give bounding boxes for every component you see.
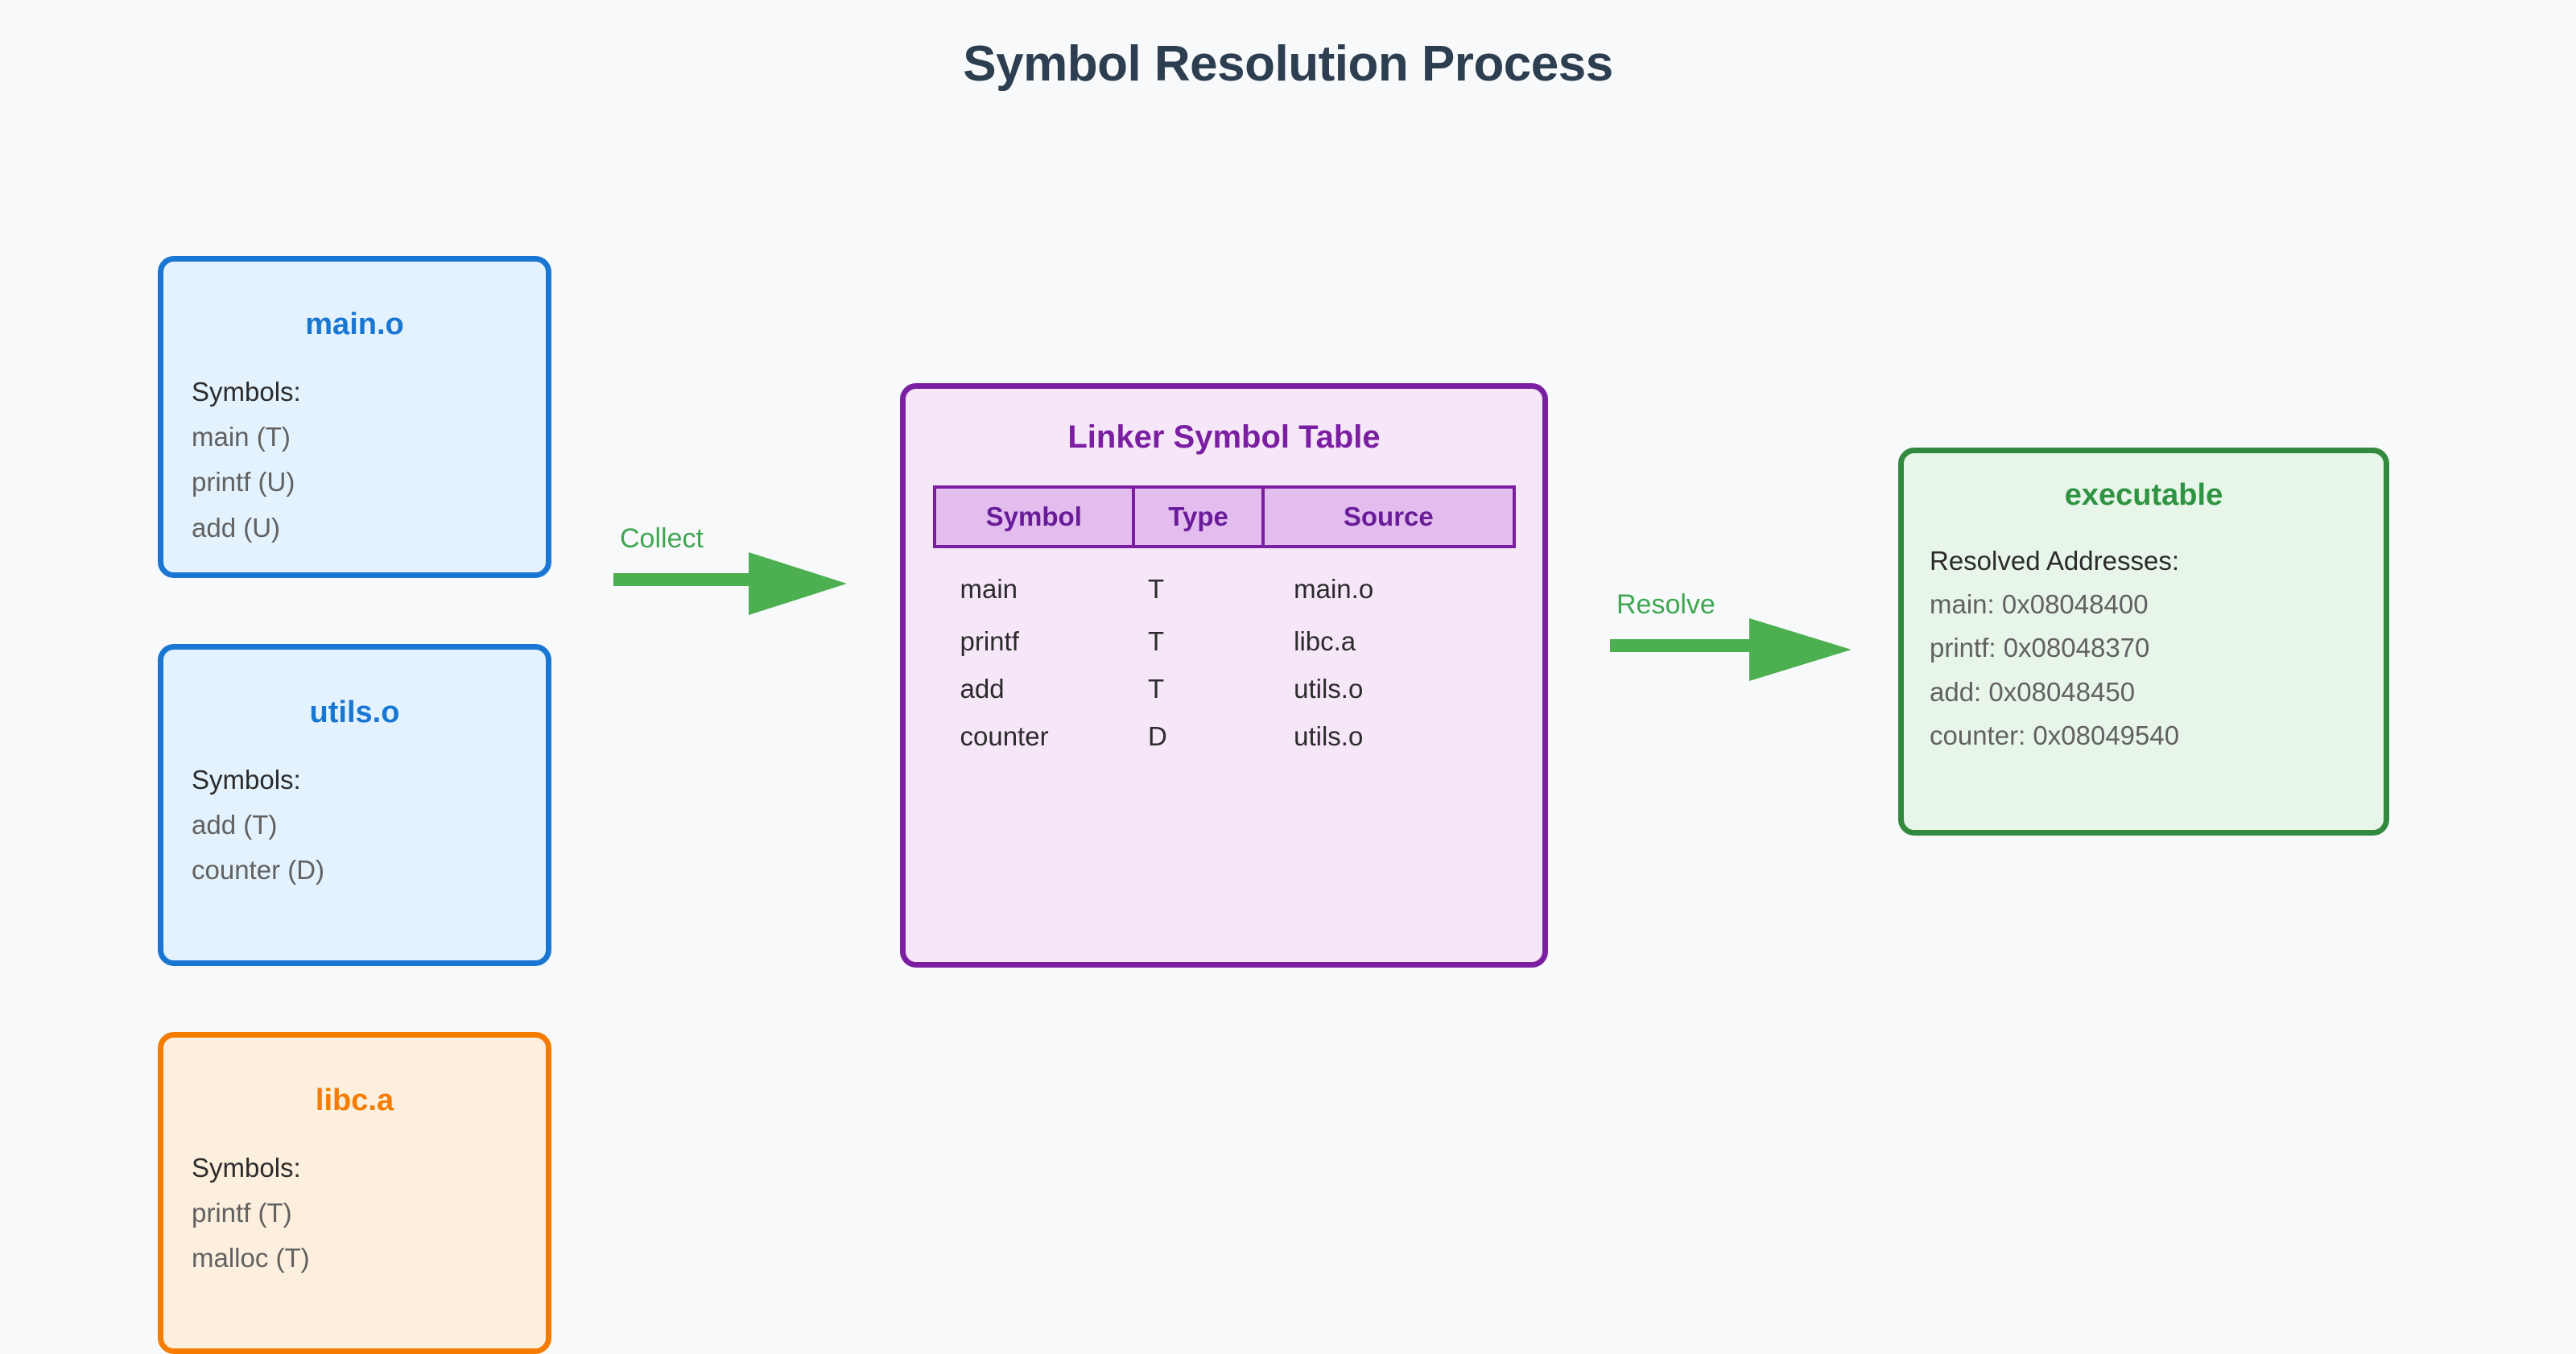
node-main-o-title: main.o bbox=[305, 308, 404, 341]
cell-symbol: printf bbox=[960, 625, 1019, 656]
node-utils-o-title: utils.o bbox=[309, 696, 400, 729]
node-main-o[interactable]: main.o Symbols: main (T) printf (U) add … bbox=[158, 256, 551, 578]
cell-symbol: add bbox=[960, 673, 1005, 704]
table-row: counter D utils.o bbox=[935, 712, 1514, 760]
node-main-o-body: main.o Symbols: main (T) printf (U) add … bbox=[163, 262, 546, 543]
resolved-addresses-label: Resolved Addresses: bbox=[1930, 545, 2180, 576]
symbol-table-col-symbol: Symbol bbox=[932, 485, 1136, 548]
cell-source: utils.o bbox=[1294, 673, 1364, 704]
table-row: add T utils.o bbox=[935, 665, 1514, 712]
table-row: printf T libc.a bbox=[935, 617, 1514, 665]
node-utils-o-symbol: add (T) bbox=[192, 810, 278, 840]
cell-symbol: main bbox=[960, 574, 1018, 604]
cell-source: libc.a bbox=[1294, 625, 1356, 656]
cell-type: T bbox=[1148, 625, 1165, 656]
resolved-address: printf: 0x08048370 bbox=[1930, 633, 2150, 663]
node-utils-o[interactable]: utils.o Symbols: add (T) counter (D) bbox=[158, 644, 551, 966]
cell-source: utils.o bbox=[1294, 720, 1364, 751]
node-main-o-symbol: main (T) bbox=[192, 422, 291, 452]
node-executable-title: executable bbox=[2064, 478, 2223, 512]
arrow-collect-icon bbox=[613, 552, 847, 617]
arrow-resolve-icon bbox=[1610, 618, 1852, 683]
cell-type: D bbox=[1148, 720, 1167, 751]
node-main-o-symbols-label: Symbols: bbox=[192, 376, 301, 407]
cell-source: main.o bbox=[1294, 574, 1374, 604]
node-main-o-symbol: printf (U) bbox=[192, 467, 295, 497]
node-main-o-symbol: add (U) bbox=[192, 512, 281, 543]
node-executable[interactable]: executable Resolved Addresses: main: 0x0… bbox=[1898, 448, 2389, 836]
symbol-table-title: Linker Symbol Table bbox=[1067, 419, 1381, 455]
symbol-table: Symbol Type Source main T main.o printf … bbox=[932, 485, 1516, 760]
cell-type: T bbox=[1148, 673, 1165, 704]
arrow-label-collect: Collect bbox=[620, 523, 704, 554]
symbol-table-head: Symbol Type Source bbox=[932, 485, 1516, 548]
resolved-address: counter: 0x08049540 bbox=[1930, 720, 2180, 750]
resolved-address: main: 0x08048400 bbox=[1930, 589, 2149, 620]
arrow-label-resolve: Resolve bbox=[1616, 589, 1715, 620]
cell-symbol: counter bbox=[960, 720, 1049, 751]
node-linker-symbol-table[interactable]: Linker Symbol Table Symbol Type Source m… bbox=[900, 383, 1548, 968]
resolved-address: add: 0x08048450 bbox=[1930, 676, 2136, 707]
cell-type: T bbox=[1148, 574, 1165, 604]
symbol-table-header-row: Symbol Type Source bbox=[932, 485, 1516, 548]
symbol-table-col-type: Type bbox=[1132, 485, 1265, 548]
node-libc-a-symbols-label: Symbols: bbox=[192, 1152, 301, 1183]
node-utils-o-body: utils.o Symbols: add (T) counter (D) bbox=[163, 650, 546, 885]
symbol-table-body: main T main.o printf T libc.a add T util… bbox=[935, 547, 1514, 760]
node-libc-a-body: libc.a Symbols: printf (T) malloc (T) bbox=[163, 1038, 546, 1274]
node-utils-o-symbol: counter (D) bbox=[192, 855, 325, 885]
node-utils-o-symbols-label: Symbols: bbox=[192, 764, 301, 795]
node-libc-a[interactable]: libc.a Symbols: printf (T) malloc (T) bbox=[158, 1032, 551, 1354]
table-row: main T main.o bbox=[935, 547, 1514, 617]
page-title: Symbol Resolution Process bbox=[963, 36, 1613, 92]
symbol-table-col-source: Source bbox=[1261, 485, 1516, 548]
node-libc-a-symbol: malloc (T) bbox=[192, 1243, 310, 1274]
node-libc-a-symbol: printf (T) bbox=[192, 1198, 292, 1228]
node-libc-a-title: libc.a bbox=[315, 1084, 394, 1117]
